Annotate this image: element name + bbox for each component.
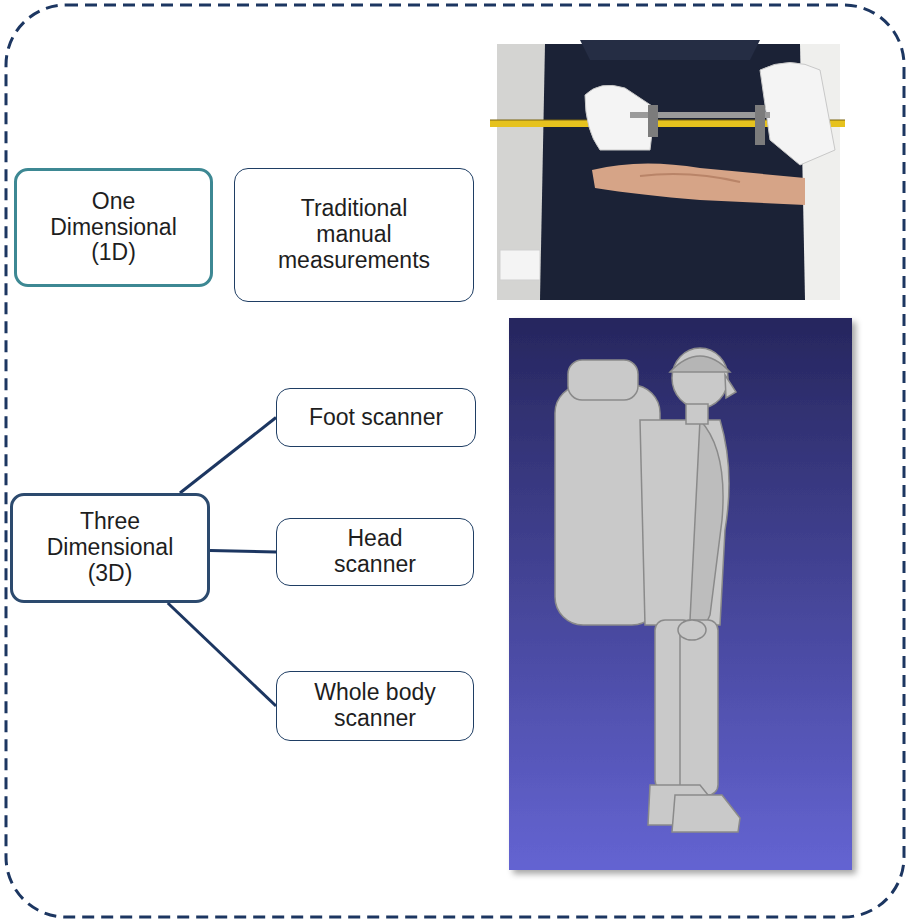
connector-line bbox=[180, 418, 276, 494]
box-label: Traditional manual measurements bbox=[269, 196, 439, 273]
text-box: One Dimensional (1D) bbox=[14, 168, 213, 287]
dashed-frame bbox=[6, 5, 904, 917]
text-box: Whole body scanner bbox=[276, 671, 474, 741]
box-label: Foot scanner bbox=[286, 405, 466, 431]
box-label: Whole body scanner bbox=[300, 680, 450, 732]
measurement-photo bbox=[490, 40, 845, 300]
body-scan-image bbox=[509, 318, 852, 870]
text-box: Three Dimensional (3D) bbox=[10, 493, 210, 603]
text-box: Foot scanner bbox=[276, 388, 476, 447]
box-label: Three Dimensional (3D) bbox=[35, 509, 185, 586]
box-label: Head scanner bbox=[320, 526, 430, 578]
text-box: Traditional manual measurements bbox=[234, 168, 474, 302]
text-box: Head scanner bbox=[276, 518, 474, 586]
connector-line bbox=[210, 550, 276, 552]
box-label: One Dimensional (1D) bbox=[46, 189, 181, 266]
connector-line bbox=[168, 603, 276, 706]
